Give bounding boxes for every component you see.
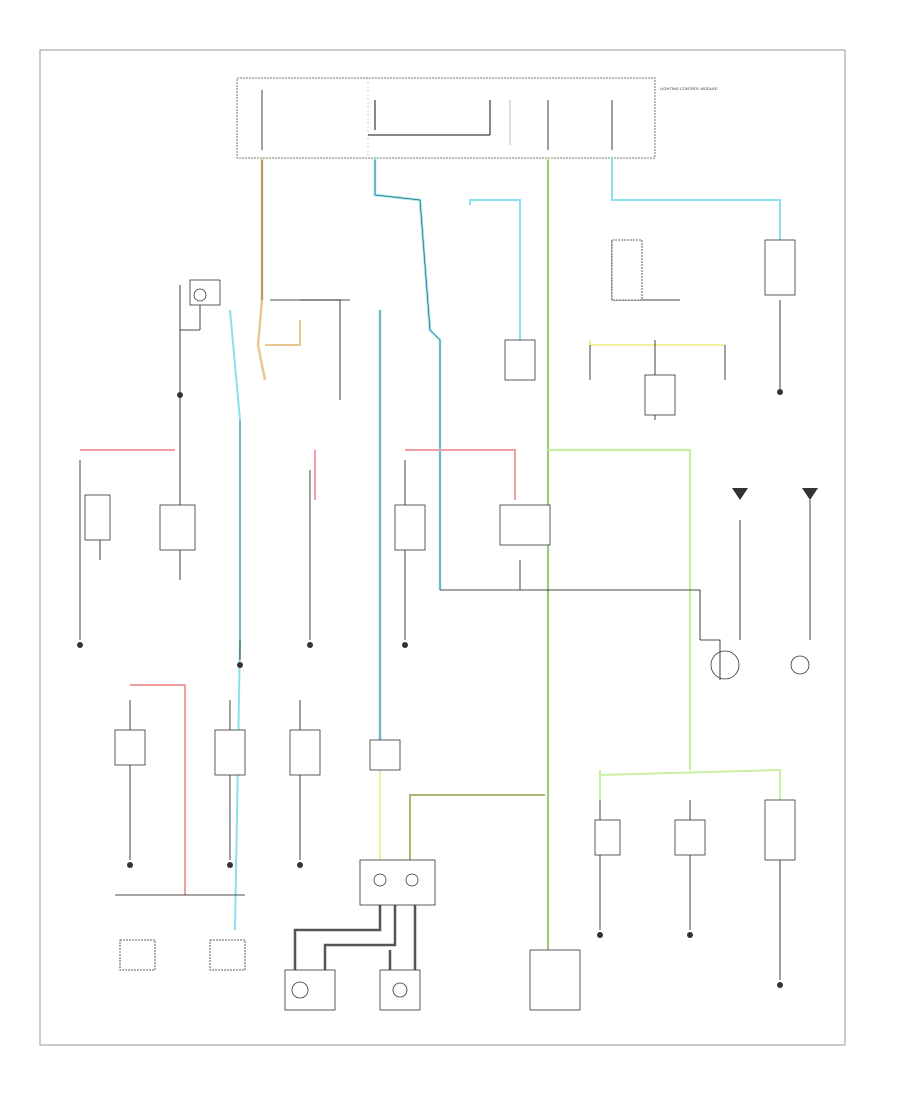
- black-wires: [79, 240, 811, 980]
- horn-switch: [189, 279, 221, 306]
- wire-darkgray-bottom: [293, 905, 417, 975]
- components: [84, 239, 796, 1011]
- speakers: [732, 488, 818, 500]
- left-speaker-icon: [732, 488, 748, 500]
- washer-pump: [379, 969, 421, 1011]
- right-speaker-icon: [802, 488, 818, 500]
- wiper-motor: [284, 969, 336, 1011]
- wire-cyan-left: [229, 309, 241, 931]
- transmission-control-module: [529, 949, 581, 1011]
- lighting-control-module-label: LIGHTING CONTROL MODULE: [660, 86, 718, 91]
- lamps: [193, 288, 810, 999]
- wire-tan-left: [256, 158, 267, 381]
- instrument-cluster: [359, 859, 436, 906]
- top-module-box: LIGHTING CONTROL MODULE: [236, 77, 718, 159]
- diagram-border: [39, 49, 846, 1046]
- grounds: [77, 389, 783, 988]
